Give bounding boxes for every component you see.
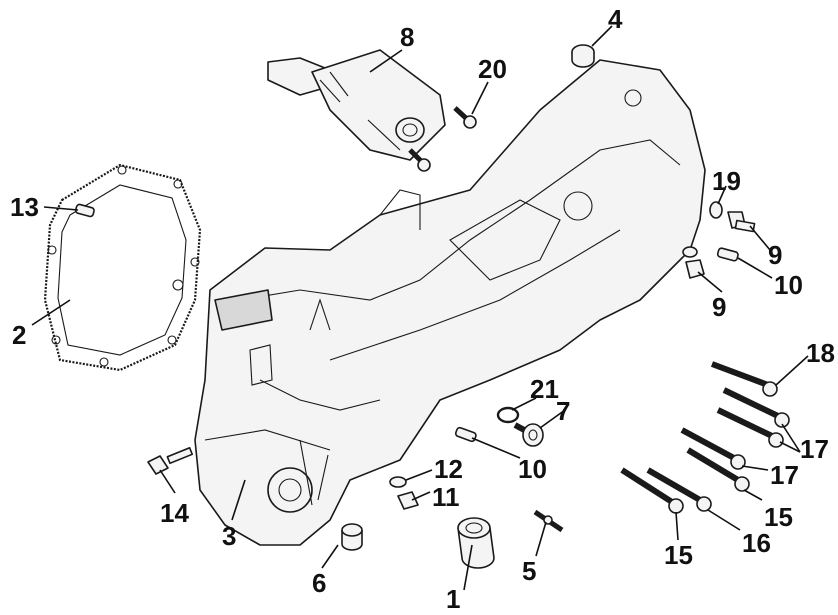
- long-bolt-15-b: [620, 467, 684, 514]
- callout-10-lower: 10: [518, 454, 547, 484]
- callout-18: 18: [806, 338, 835, 368]
- callout-11: 11: [432, 482, 460, 512]
- filter-plug: [513, 422, 544, 447]
- long-bolt-17-c: [680, 427, 746, 470]
- collar-sleeve: [457, 517, 495, 569]
- callout-17-middle: 17: [770, 460, 799, 490]
- stud-pin: [533, 509, 564, 533]
- callout-3: 3: [222, 521, 237, 551]
- dowel-pin: [74, 203, 95, 218]
- dowel-pin-right: [716, 247, 739, 262]
- long-bolt-15-a: [686, 447, 750, 492]
- long-bolt-18: [710, 361, 778, 397]
- o-ring: [496, 406, 520, 424]
- crankcase-body: [194, 59, 706, 546]
- hex-bolt-long: [147, 446, 194, 475]
- callout-2: 2: [12, 320, 27, 350]
- callout-10-upper: 10: [774, 270, 803, 300]
- long-bolt-17-a: [722, 387, 790, 428]
- bushing-top: [571, 44, 595, 68]
- callout-9-lower: 9: [712, 292, 727, 322]
- leader-lines: [31, 25, 809, 591]
- callout-13: 13: [10, 192, 39, 222]
- callout-1: 1: [446, 584, 461, 614]
- long-bolt-16: [646, 467, 712, 512]
- callout-8: 8: [400, 22, 415, 52]
- hex-bolt-short: [397, 491, 419, 510]
- starter-motor: [267, 49, 446, 161]
- long-bolt-17-b: [716, 407, 784, 448]
- callout-16: 16: [742, 528, 771, 558]
- cover-gasket: [43, 163, 202, 372]
- washer-small: [389, 476, 407, 488]
- callout-15-lower: 15: [664, 540, 693, 570]
- callout-5: 5: [522, 556, 537, 586]
- callout-17-right: 17: [800, 434, 829, 464]
- callout-7: 7: [556, 396, 571, 426]
- callout-20: 20: [478, 54, 507, 84]
- callout-21: 21: [530, 374, 559, 404]
- callout-6: 6: [312, 568, 327, 598]
- dowel-pin-lower: [454, 426, 477, 443]
- callout-15-upper: 15: [764, 502, 793, 532]
- drain-bolt-upper: [727, 211, 756, 233]
- callout-19: 19: [712, 166, 741, 196]
- sealing-washer-upper: [709, 201, 723, 219]
- callout-12: 12: [434, 454, 463, 484]
- bushing-lower: [341, 523, 363, 551]
- callout-14: 14: [160, 498, 189, 528]
- callout-9-upper: 9: [768, 240, 783, 270]
- callout-4: 4: [608, 4, 623, 34]
- starter-bolt: [408, 106, 477, 172]
